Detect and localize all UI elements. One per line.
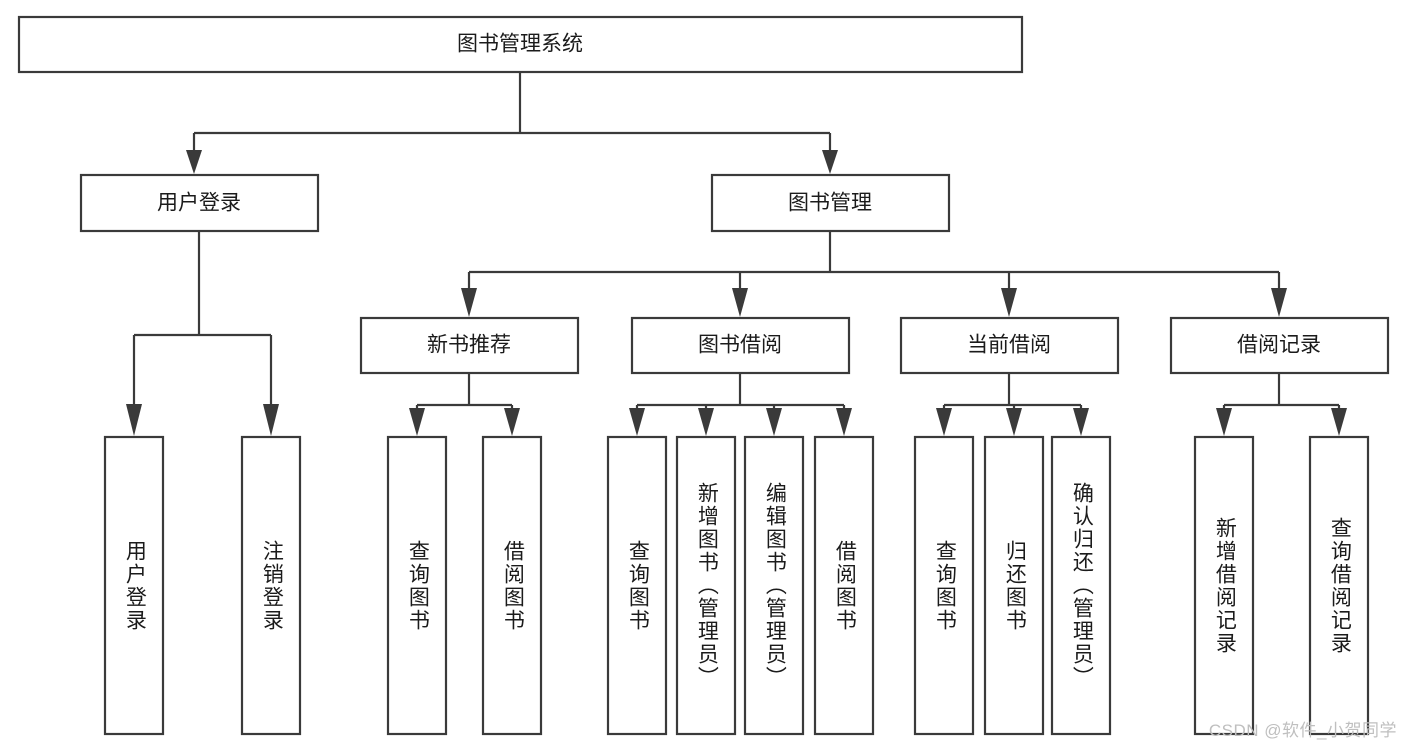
arrowhead-currentborrow-leaf-3 [1073,408,1089,436]
node-borrow-record-box[interactable] [1169,316,1390,375]
node-current-borrow-box[interactable] [899,316,1120,375]
node-new-book-recommend-box[interactable] [359,316,580,375]
arrowhead-borrowrecord-leaf-1 [1216,408,1232,436]
node-root-box[interactable] [17,15,1024,74]
node-book-borrow-box[interactable] [630,316,851,375]
arrowhead-book-borrow [732,288,748,317]
leaf-box-edit-book-admin[interactable] [743,435,805,736]
arrowhead-newbook-leaf-1 [409,408,425,436]
arrowhead-logout-leaf [263,404,279,436]
arrowhead-user-login [186,150,202,174]
node-new-book-recommend-label: 新书推荐 [427,334,511,357]
leaf-box-add-book-admin[interactable] [675,435,737,736]
node-user-login-box[interactable] [79,173,320,233]
leaf-box-confirm-return-admin[interactable] [1050,435,1112,736]
leaf-box-query-book-recommend[interactable] [386,435,448,736]
arrowhead-borrow-record [1271,288,1287,317]
node-borrow-record-label: 借阅记录 [1237,334,1321,357]
arrowhead-current-borrow [1001,288,1017,317]
node-current-borrow-label: 当前借阅 [967,334,1051,357]
node-book-manage-label: 图书管理 [788,192,872,215]
leaf-box-logout[interactable] [240,435,302,736]
leaf-box-query-book-current[interactable] [913,435,975,736]
arrowhead-book-manage [822,150,838,174]
arrowhead-new-book-recommend [461,288,477,317]
arrowhead-bookborrow-leaf-2 [698,408,714,436]
leaf-box-query-book-borrow[interactable] [606,435,668,736]
node-book-borrow-label: 图书借阅 [698,334,782,357]
leaf-box-borrow-book-recommend[interactable] [481,435,543,736]
node-book-manage-box[interactable] [710,173,951,233]
leaf-box-add-borrow-record[interactable] [1193,435,1255,736]
arrowhead-newbook-leaf-2 [504,408,520,436]
arrowhead-currentborrow-leaf-1 [936,408,952,436]
connector-layer [126,72,1347,436]
arrowhead-bookborrow-leaf-1 [629,408,645,436]
arrowhead-bookborrow-leaf-4 [836,408,852,436]
arrowhead-bookborrow-leaf-3 [766,408,782,436]
arrowhead-currentborrow-leaf-2 [1006,408,1022,436]
leaf-box-user-login[interactable] [103,435,165,736]
leaf-box-borrow-book[interactable] [813,435,875,736]
arrowhead-user-login-leaf [126,404,142,436]
leaf-box-query-borrow-record[interactable] [1308,435,1370,736]
node-user-login-label: 用户登录 [157,192,241,215]
leaf-box-return-book[interactable] [983,435,1045,736]
node-layer: 图书管理系统 用户登录 图书管理 新书推荐 图书借阅 当前借阅 借阅记录 [17,15,1390,736]
csdn-watermark: CSDN @软件_小贺同学 [1208,721,1397,740]
node-root-label: 图书管理系统 [457,33,583,56]
arrowhead-borrowrecord-leaf-2 [1331,408,1347,436]
